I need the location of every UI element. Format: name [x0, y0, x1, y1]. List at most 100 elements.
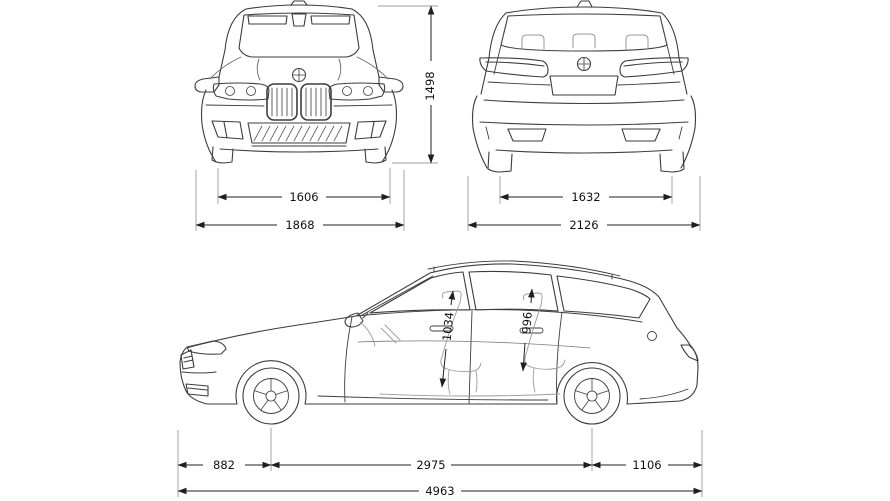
bumper-crease — [205, 104, 393, 107]
headlight-right-ring-inner — [342, 86, 352, 96]
extension-lines — [177, 5, 703, 497]
window-front — [369, 271, 471, 314]
rear-bumper-bottom — [495, 149, 673, 154]
front-wheel — [242, 367, 300, 425]
rear-roof-outline — [480, 6, 688, 95]
side-intake-left — [211, 120, 244, 140]
rocker-line — [317, 395, 549, 401]
beltline — [355, 309, 643, 323]
grille-slats — [271, 87, 327, 117]
rear-view-drawing — [471, 0, 697, 173]
rear-right-fender — [680, 95, 697, 169]
wheelbase-label: 2975 — [416, 458, 445, 472]
exhaust-right — [621, 128, 661, 142]
floor-line — [379, 393, 561, 397]
exhaust-left — [507, 128, 547, 142]
window-rear — [468, 270, 559, 312]
front-interior-height-label: 1034 — [440, 311, 457, 342]
headlight-right-ring-outer — [363, 86, 373, 96]
mirror-left — [194, 76, 220, 93]
side-intake-right — [354, 120, 387, 140]
rear-bumper-side — [639, 388, 689, 400]
rear-left-fender — [471, 95, 488, 169]
rear-width-label: 2126 — [569, 218, 598, 232]
rear-tire-left — [487, 151, 513, 173]
taillight-left — [479, 57, 549, 78]
taillight-side — [680, 344, 699, 362]
front-width-label: 1868 — [285, 218, 314, 232]
rear-tire — [563, 367, 621, 425]
door-handle-rear — [519, 327, 544, 334]
rear-interior-height-label: 996 — [519, 311, 534, 334]
taillight-right — [619, 57, 689, 78]
side-mirror — [344, 312, 369, 328]
tailgate-crease — [487, 81, 681, 86]
steering-wheel — [380, 324, 401, 344]
front-roof-outline — [218, 4, 380, 78]
front-track-label: 1606 — [289, 190, 318, 204]
headlight-left — [212, 82, 270, 101]
dim-rear-headroom-a — [528, 288, 535, 304]
mirror-right — [378, 76, 404, 93]
overall-length-label: 4963 — [425, 484, 454, 498]
rear-track-label: 1632 — [571, 190, 600, 204]
window-quarter — [556, 275, 651, 319]
license-plate-recess — [549, 75, 619, 96]
tailgate-sides — [493, 44, 675, 75]
rear-reflectors — [485, 126, 683, 140]
headlight-left-ring-outer — [225, 86, 235, 96]
sun-visor-right — [310, 15, 351, 25]
front-seat — [440, 290, 482, 395]
rear-bumper-line — [479, 121, 689, 126]
door-handle-front — [429, 325, 454, 332]
hood-lines — [209, 56, 389, 81]
intake-mesh-hatch — [253, 125, 343, 142]
bmw-roundel-front-cross — [292, 68, 306, 82]
interior-ghost — [359, 290, 566, 397]
roof-rail — [427, 260, 621, 280]
front-bumper-side — [181, 371, 217, 397]
dimension-labels: 1606 1868 1498 1632 2126 1034 996 882 29… — [213, 71, 662, 498]
windshield — [238, 12, 360, 58]
rear-spokes — [575, 378, 609, 411]
fuel-door — [647, 331, 657, 341]
bmw-roundel-rear-cross — [577, 57, 591, 71]
rear-wheel — [563, 367, 621, 425]
side-view-drawing — [179, 260, 699, 425]
front-right-fender — [381, 89, 398, 163]
bumper-bottom — [219, 145, 379, 153]
side-body-outline — [179, 263, 699, 405]
kidney-grille-left — [266, 83, 298, 121]
rear-window — [500, 13, 668, 52]
front-left-fender — [200, 89, 217, 163]
front-overhang-label: 882 — [213, 458, 235, 472]
rear-overhang-label: 1106 — [632, 458, 661, 472]
front-hub — [265, 390, 277, 402]
front-tire-right — [364, 146, 387, 164]
rear-hub — [586, 390, 598, 402]
headlight-left-ring-inner — [246, 86, 256, 96]
kidney-side — [180, 349, 195, 370]
rear-seat — [522, 292, 566, 393]
rearview-mirror — [291, 13, 307, 27]
front-view-drawing — [194, 0, 404, 164]
front-spokes — [254, 378, 288, 411]
dashboard — [359, 321, 376, 347]
shark-fin-antenna — [576, 0, 593, 8]
character-line — [357, 340, 591, 349]
front-tire — [242, 367, 300, 425]
center-intake — [247, 122, 351, 144]
headlight-side — [186, 340, 227, 355]
rear-tire-right — [659, 151, 685, 173]
dim-front-headroom-b — [439, 348, 447, 388]
height-label: 1498 — [423, 71, 437, 100]
tailgate-bottom — [483, 99, 685, 105]
front-tire-left — [211, 146, 234, 164]
kidney-grille-right — [300, 83, 332, 121]
sun-visor-left — [247, 15, 288, 25]
dimension-lines — [177, 5, 703, 495]
rear-headrests — [521, 33, 649, 50]
headlight-right — [328, 82, 386, 101]
